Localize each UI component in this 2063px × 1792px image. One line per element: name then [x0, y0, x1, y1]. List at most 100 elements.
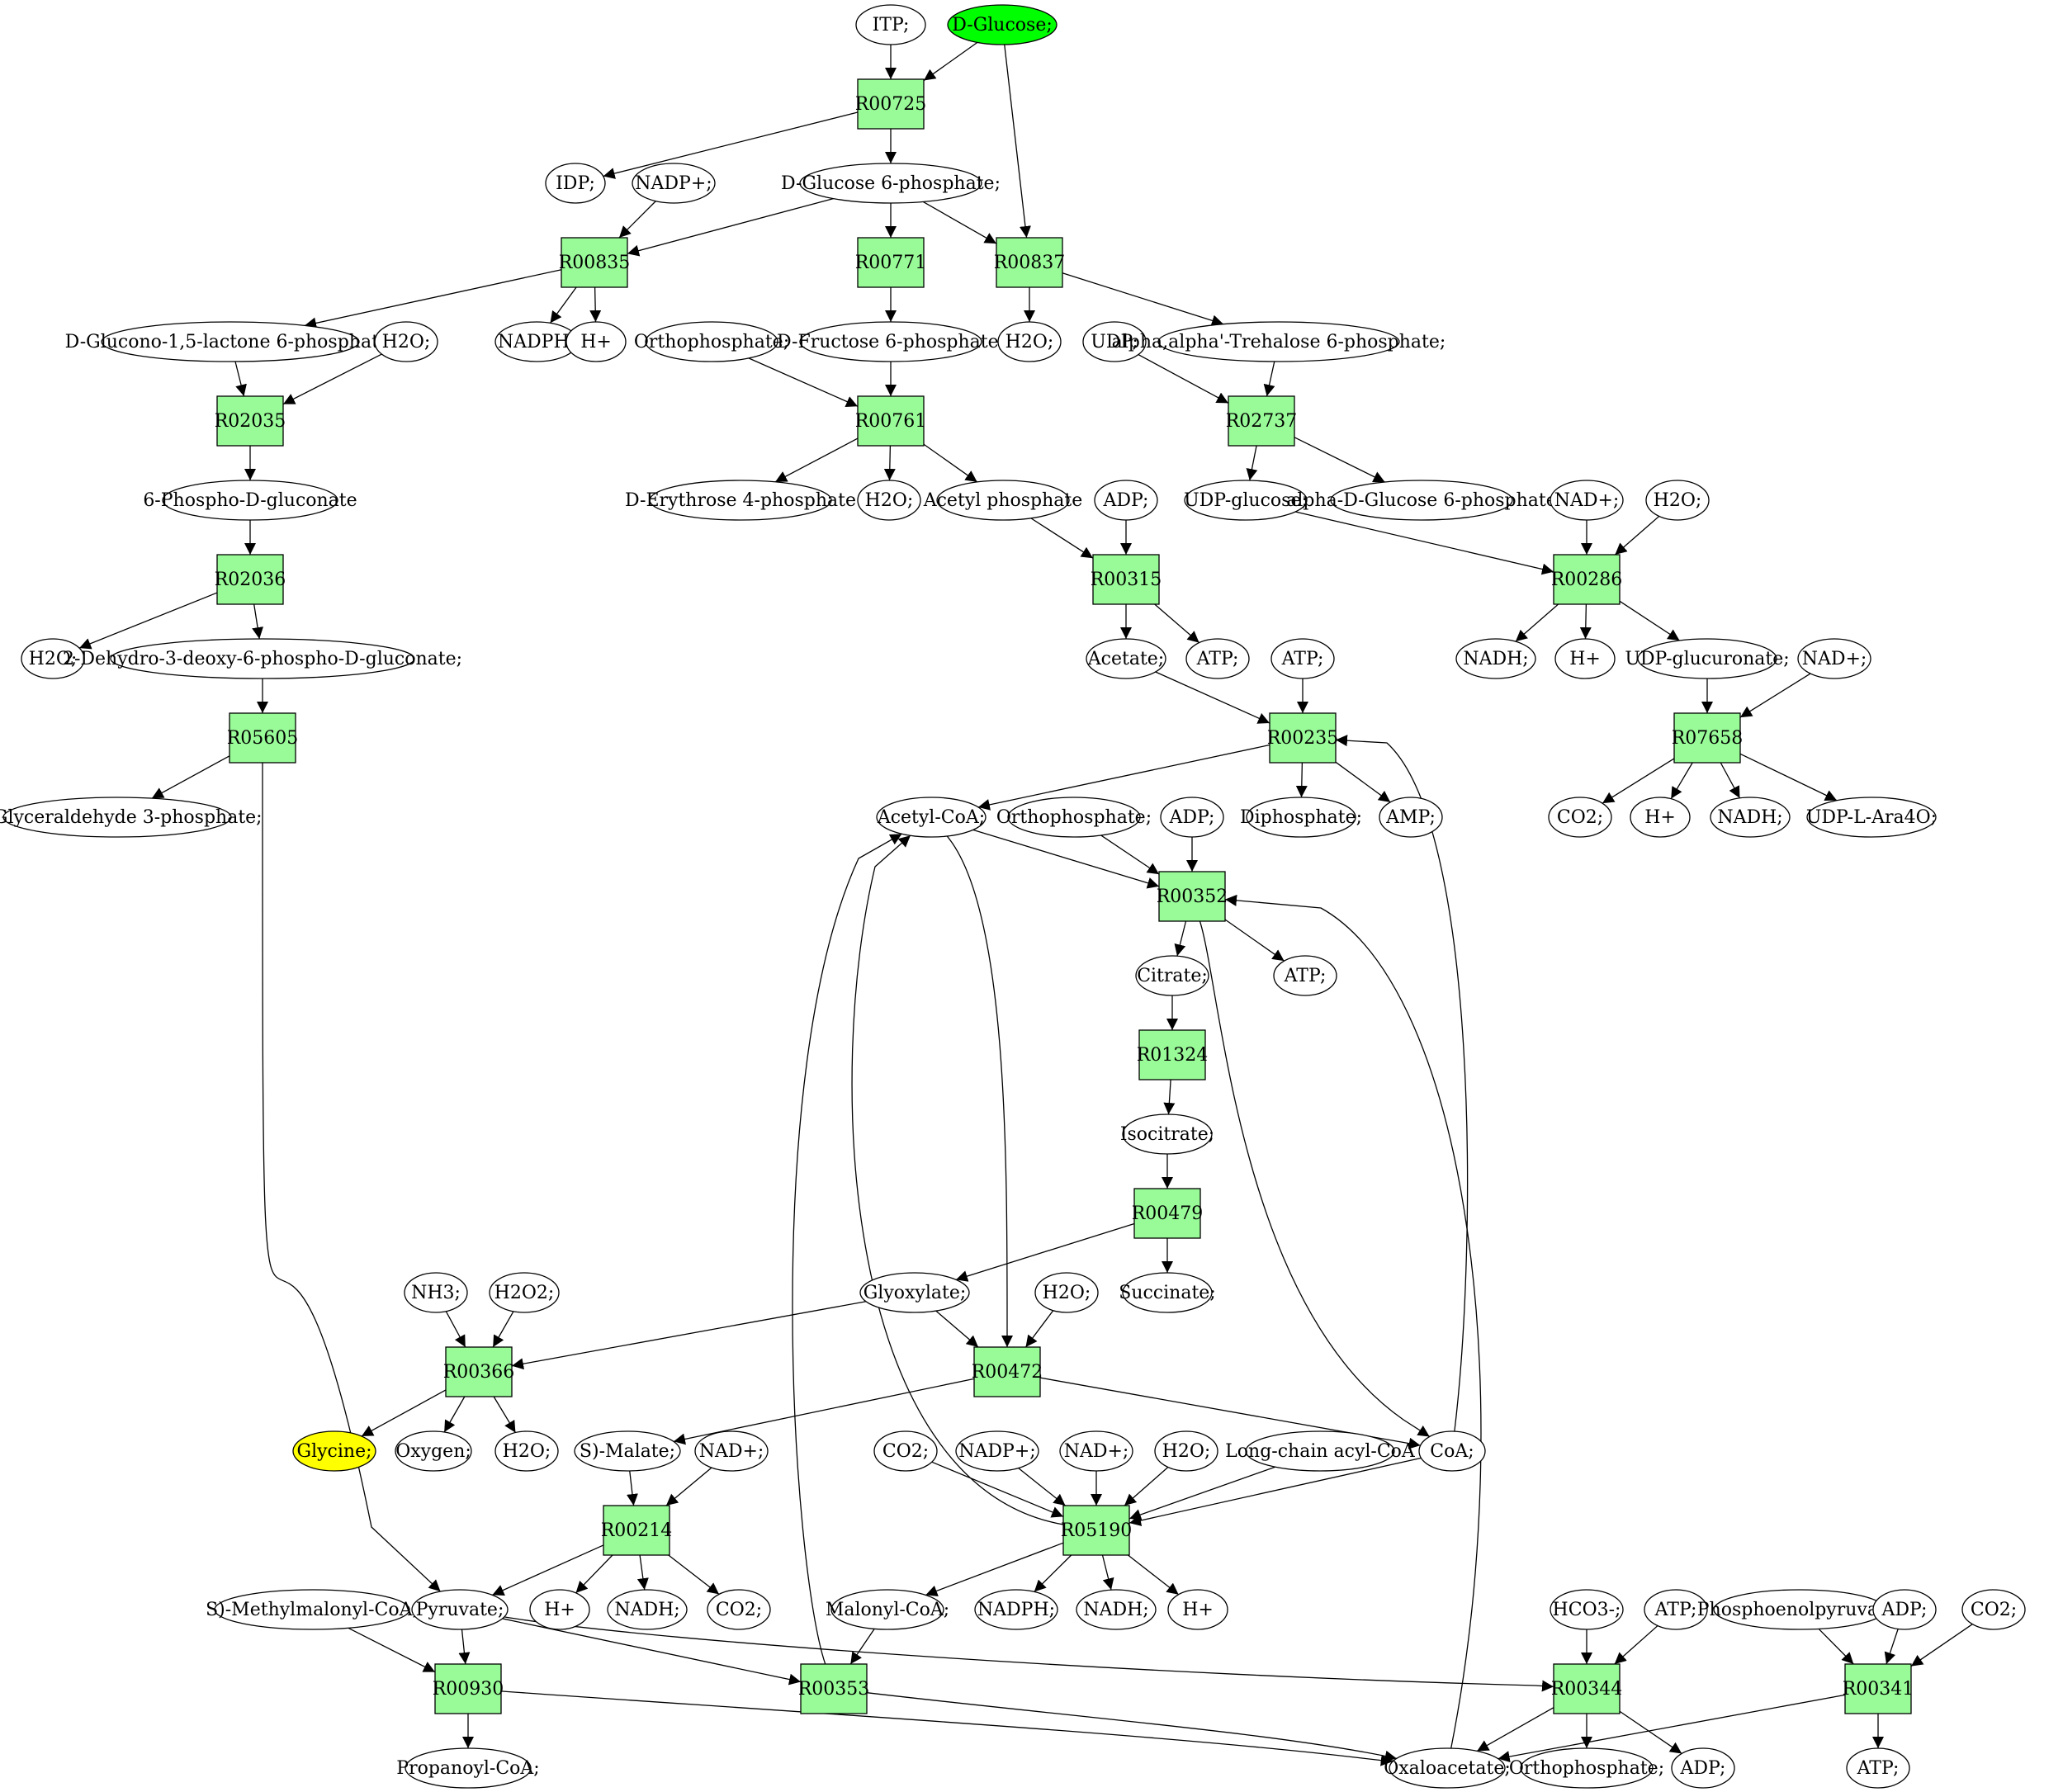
metabolite-ellipse — [1846, 1747, 1910, 1789]
metabolite-node: NADP+; — [632, 163, 716, 204]
metabolite-node: Orthophosphate; — [634, 321, 789, 362]
edge-H2O_4-to-R00286 — [1614, 515, 1660, 556]
reaction-node: R00761 — [855, 395, 927, 447]
reaction-box — [1158, 871, 1226, 922]
edge-UDPG-to-R00286 — [1295, 511, 1554, 575]
metabolite-node: 2-Dehydro-3-deoxy-6-phospho-D-gluconate; — [63, 638, 462, 679]
metabolite-node: Pyruvate; — [411, 1589, 509, 1630]
edge-UDP-to-R02737 — [1138, 354, 1229, 404]
edge-ADP_3-to-R00341 — [1884, 1629, 1899, 1665]
edge-CO2_2-to-R05190 — [931, 1461, 1064, 1518]
node-label: R00761 — [855, 411, 927, 432]
node-label: NADPH; — [977, 1600, 1055, 1620]
node-label: D-Glucono-1,5-lactone 6-phosphate; — [65, 332, 396, 352]
edge-Glyoxylate-to-R00366 — [511, 1301, 867, 1370]
node-label: R02737 — [1226, 411, 1298, 432]
edge-R00837-to-T6P — [1062, 272, 1224, 327]
metabolite-ellipse — [1086, 638, 1166, 679]
metabolite-node: Citrate; — [1135, 955, 1209, 996]
node-label: Acetate; — [1087, 649, 1164, 669]
metabolite-node: NAD+; — [1059, 1430, 1133, 1472]
reaction-node: R00214 — [601, 1505, 673, 1556]
edge-R00366-to-Glycine — [361, 1389, 447, 1437]
metabolite-ellipse — [292, 1430, 376, 1472]
metabolite-ellipse — [545, 163, 606, 204]
reaction-node: R00235 — [1267, 712, 1339, 764]
node-label: H2O; — [1043, 1283, 1091, 1303]
reaction-node: R05190 — [1061, 1505, 1132, 1556]
metabolite-ellipse — [1554, 638, 1616, 679]
metabolite-node: 6-Phospho-D-gluconate — [143, 480, 357, 521]
node-label: D-Glyceraldehyde 3-phosphate; — [0, 807, 263, 828]
reaction-box — [445, 1346, 513, 1397]
node-label: H+ — [1644, 807, 1676, 828]
metabolite-ellipse — [1797, 638, 1871, 679]
edge-R07658-to-UDPAra — [1739, 753, 1838, 801]
metabolite-node: D-Fructose 6-phosphate; — [777, 321, 1005, 362]
metabolite-node: NAD+; — [1550, 480, 1624, 521]
node-label: R01324 — [1137, 1045, 1209, 1066]
edge-DGlc-to-R00725 — [923, 41, 978, 82]
metabolite-ellipse — [1644, 1589, 1708, 1630]
reaction-box — [561, 237, 628, 288]
metabolite-node: NADPH; — [974, 1589, 1058, 1630]
reaction-box — [857, 78, 925, 130]
edge-R05190-to-NADH_4 — [1101, 1554, 1114, 1591]
node-label: R00214 — [601, 1520, 673, 1541]
reaction-box — [603, 1505, 670, 1556]
node-label: ITP; — [873, 15, 910, 35]
node-label: Citrate; — [1137, 966, 1208, 986]
edge-GL6P-to-R02035 — [234, 361, 247, 397]
metabolite-node: Acetyl phosphate — [923, 480, 1082, 521]
node-label: Long-chain acyl-CoA — [1225, 1441, 1416, 1462]
metabolite-ellipse — [214, 1589, 410, 1630]
node-label: R00235 — [1267, 728, 1339, 749]
metabolite-ellipse — [857, 480, 921, 521]
node-label: H2O; — [1005, 332, 1054, 352]
metabolite-node: Malonyl-CoA; — [826, 1589, 949, 1630]
metabolite-node: Orthophosphate; — [996, 797, 1152, 838]
node-label: H2O; — [1654, 490, 1702, 511]
node-label: R02036 — [215, 570, 286, 590]
metabolite-ellipse — [1270, 638, 1335, 679]
node-label: Oxaloacetate; — [1384, 1758, 1511, 1779]
node-label: H2O2; — [494, 1283, 555, 1303]
reaction-box — [1062, 1505, 1130, 1556]
reaction-box — [1269, 712, 1337, 764]
metabolite-ellipse — [1520, 1747, 1654, 1789]
node-label: Propanoyl-CoA; — [396, 1758, 539, 1779]
metabolite-node: NADPH; — [494, 321, 579, 362]
metabolite-node: NADP+; — [955, 1430, 1039, 1472]
metabolite-ellipse — [799, 321, 982, 362]
reaction-box — [1092, 554, 1160, 605]
node-label: R05605 — [227, 728, 299, 749]
edge-R00344-to-ADP_4 — [1619, 1710, 1682, 1754]
node-label: NADP+; — [635, 173, 712, 194]
edge-Glyoxylate-to-R00472 — [935, 1310, 979, 1348]
metabolite-node: H2O2; — [489, 1272, 560, 1313]
reaction-node: R00835 — [559, 237, 630, 288]
metabolite-ellipse — [1167, 1589, 1228, 1630]
metabolite-node: IDP; — [545, 163, 606, 204]
metabolite-node: ADP; — [1094, 480, 1158, 521]
reaction-box — [1138, 1029, 1206, 1080]
metabolite-ellipse — [1185, 638, 1250, 679]
node-label: H+ — [544, 1600, 575, 1620]
metabolite-node: Acetate; — [1086, 638, 1166, 679]
node-label: ATP; — [1281, 649, 1324, 669]
reaction-node: R00366 — [443, 1346, 514, 1397]
metabolite-ellipse — [404, 1272, 468, 1313]
target-metabolite-node: Glycine; — [292, 1430, 376, 1472]
metabolite-ellipse — [1246, 797, 1356, 838]
node-label: NADH; — [1463, 649, 1528, 669]
metabolite-node: NADH; — [607, 1589, 688, 1630]
edge-AcP-to-R00315 — [1030, 518, 1094, 559]
reaction-box — [973, 1346, 1041, 1397]
node-label: R00344 — [1551, 1679, 1623, 1700]
edge-R00235-to-PPi — [1295, 762, 1308, 798]
metabolite-node: NH3; — [404, 1272, 468, 1313]
node-label: H2O; — [29, 649, 78, 669]
node-label: Pyruvate; — [416, 1600, 504, 1620]
edge-G6P-to-R00835 — [627, 197, 834, 257]
reaction-box — [216, 395, 284, 447]
